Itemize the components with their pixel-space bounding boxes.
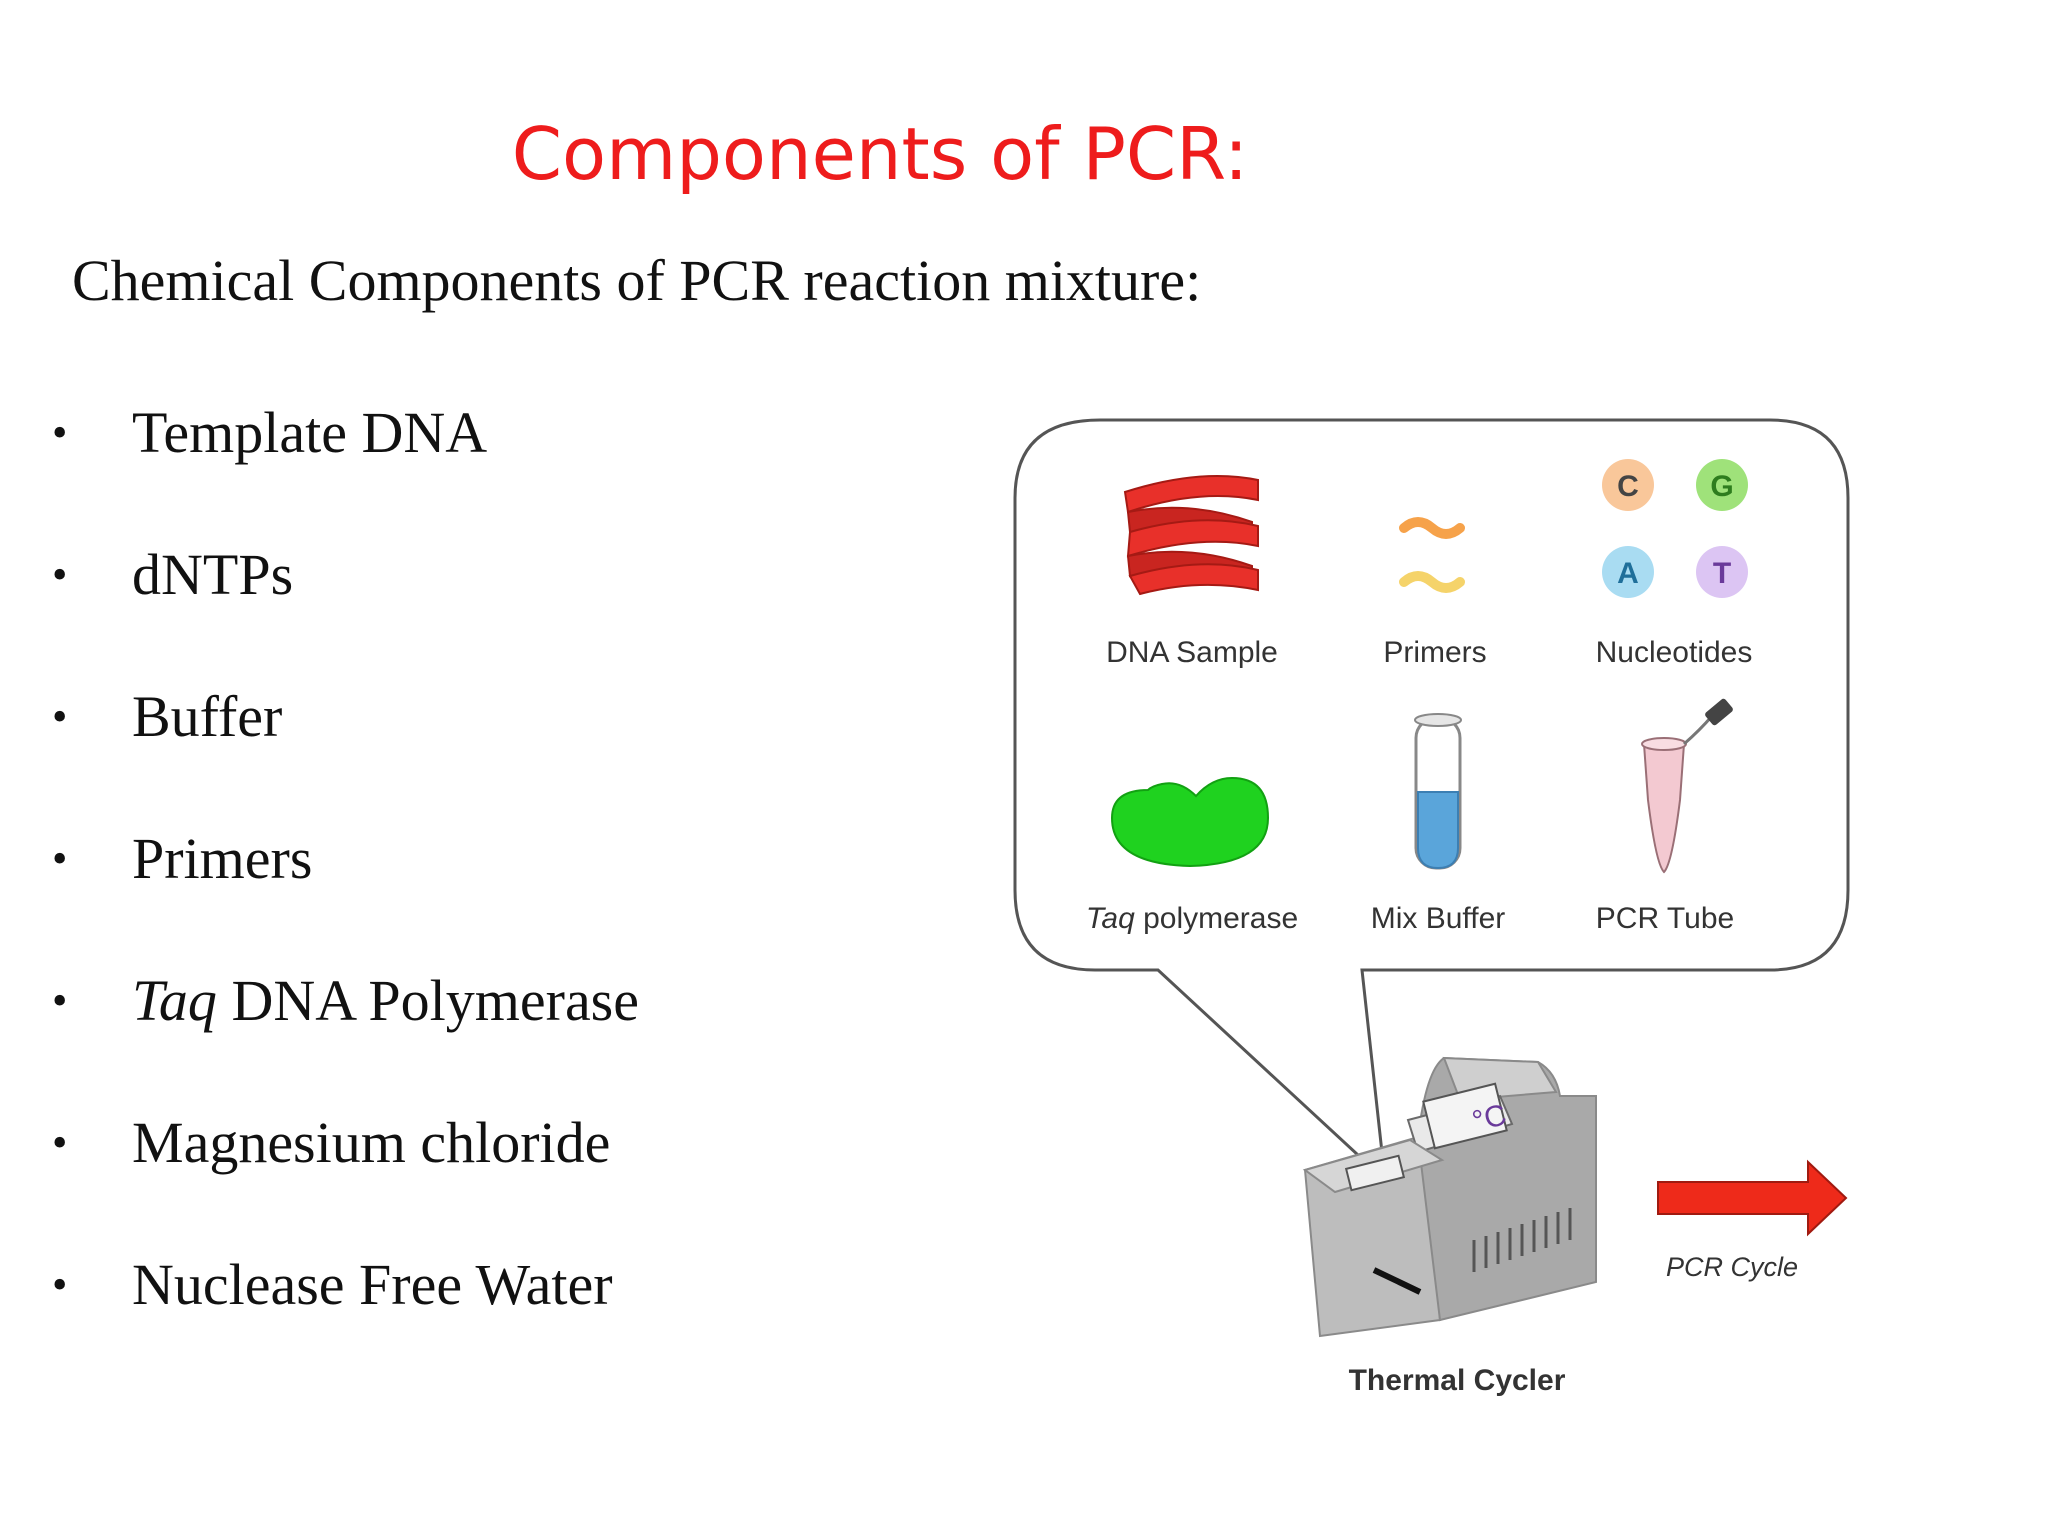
thermal-cycler-icon: °C	[1302, 1056, 1597, 1338]
nucleotide-letter: T	[1713, 557, 1731, 590]
test-tube-icon	[1414, 713, 1462, 870]
nucleotide-letter: C	[1617, 470, 1639, 503]
bullet-text: Taq DNA Polymerase	[132, 966, 639, 1036]
bullet-text-rest: DNA Polymerase	[216, 968, 639, 1033]
bullet-marker: •	[52, 976, 68, 1025]
primer-strand-icon	[1399, 517, 1465, 539]
nucleotide-letter: G	[1710, 470, 1733, 503]
label-thermal-cycler: Thermal Cycler	[1349, 1364, 1566, 1397]
slide-title: Components of PCR:	[511, 112, 1249, 196]
label-nucleotides: Nucleotides	[1596, 636, 1753, 669]
nucleotide-a-icon: A	[1602, 546, 1654, 598]
nucleotide-g-icon: G	[1696, 459, 1748, 511]
bullet-marker: •	[52, 692, 68, 741]
temperature-display: °C	[1469, 1098, 1510, 1138]
slide-subtitle: Chemical Components of PCR reaction mixt…	[72, 248, 1202, 313]
nucleotide-c-icon: C	[1602, 459, 1654, 511]
bullet-marker: •	[52, 1118, 68, 1167]
label-taq-italic: Taq	[1086, 902, 1135, 935]
label-dna-sample: DNA Sample	[1106, 636, 1278, 669]
bullet-text: Template DNA	[132, 400, 488, 465]
label-taq-rest: polymerase	[1135, 902, 1298, 935]
pcr-tube-icon	[1641, 698, 1733, 874]
taq-polymerase-icon	[1110, 776, 1270, 868]
bullet-text: Nuclease Free Water	[132, 1252, 613, 1317]
bullet-marker: •	[52, 834, 68, 883]
bullet-marker: •	[52, 408, 68, 457]
bullet-marker: •	[52, 1260, 68, 1309]
pcr-cycle-arrow-icon	[1657, 1159, 1848, 1237]
label-pcr-cycle: PCR Cycle	[1666, 1252, 1798, 1282]
bullet-text: dNTPs	[132, 542, 294, 607]
label-mix-buffer: Mix Buffer	[1371, 902, 1506, 935]
bullet-italic-word: Taq	[132, 968, 217, 1033]
nucleotide-letter: A	[1617, 557, 1639, 590]
nucleotide-t-icon: T	[1696, 546, 1748, 598]
label-taq-polymerase: Taq polymerase	[1086, 902, 1298, 935]
bullet-text: Buffer	[132, 684, 283, 749]
dna-ribbon-icon	[1123, 475, 1259, 596]
label-pcr-tube: PCR Tube	[1596, 902, 1734, 935]
bullet-marker: •	[52, 550, 68, 599]
bullet-text: Magnesium chloride	[132, 1110, 611, 1175]
primer-strand-icon	[1399, 571, 1465, 593]
label-primers: Primers	[1383, 636, 1486, 669]
bullet-text: Primers	[132, 826, 313, 891]
